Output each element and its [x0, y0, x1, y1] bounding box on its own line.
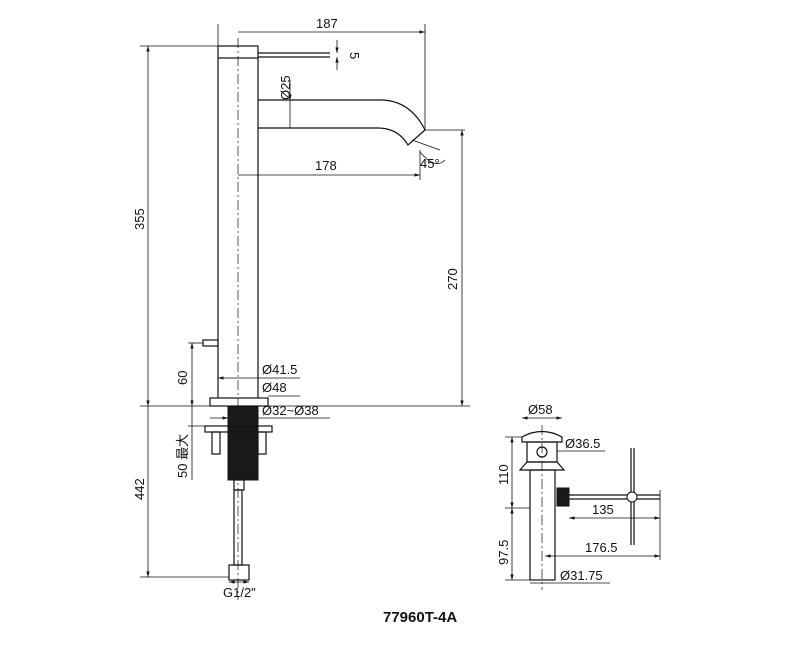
mounting-plate — [204, 425, 273, 433]
faucet-base — [209, 397, 269, 407]
drain-cap — [521, 430, 563, 443]
drain-lever-nut — [556, 487, 570, 507]
drain-dimensions: Ø58 Ø36.5 110 97.5 135 176.5 Ø31.75 — [496, 402, 661, 584]
dim-drain-upper-height: 110 — [496, 464, 511, 485]
dim-spout-diameter: Ø25 — [278, 75, 293, 100]
drain-pipe — [529, 469, 556, 581]
dim-drain-lower-height: 97.5 — [496, 540, 511, 565]
dim-connection: G1/2" — [223, 585, 256, 600]
dim-spout-angle: 45° — [420, 156, 440, 171]
dim-total-height: 355 — [132, 208, 147, 230]
dim-cap-diameter: Ø58 — [528, 402, 553, 417]
dim-flange-diameter: Ø36.5 — [565, 436, 600, 451]
faucet-drawing — [202, 38, 426, 600]
threaded-shank — [227, 405, 259, 481]
dim-body-diameter: Ø41.5 — [262, 362, 297, 377]
dim-spout-height: 270 — [445, 268, 460, 290]
dim-rod-length: 176.5 — [585, 540, 618, 555]
faucet-spout — [258, 99, 426, 131]
dim-lever-length: 135 — [592, 502, 614, 517]
faucet-dimensions: 187 5 Ø25 178 45° 355 270 Ø41.5 Ø48 Ø32~… — [132, 16, 470, 600]
dim-spout-inner-reach: 178 — [315, 158, 337, 173]
dim-handle-offset: 5 — [347, 52, 362, 59]
dim-pipe-diameter: Ø31.75 — [560, 568, 603, 583]
model-number: 77960T-4A — [383, 609, 457, 626]
dim-handle-height: 60 — [175, 371, 190, 385]
dim-hole-diameter: Ø32~Ø38 — [262, 403, 319, 418]
dim-max-deck-thickness: 50 最大 — [175, 434, 190, 478]
dim-spout-reach: 187 — [316, 16, 338, 31]
hose-fitting — [228, 564, 250, 581]
dim-base-diameter: Ø48 — [262, 380, 287, 395]
dim-hose-length: 442 — [132, 478, 147, 500]
drain-drawing — [518, 425, 660, 590]
